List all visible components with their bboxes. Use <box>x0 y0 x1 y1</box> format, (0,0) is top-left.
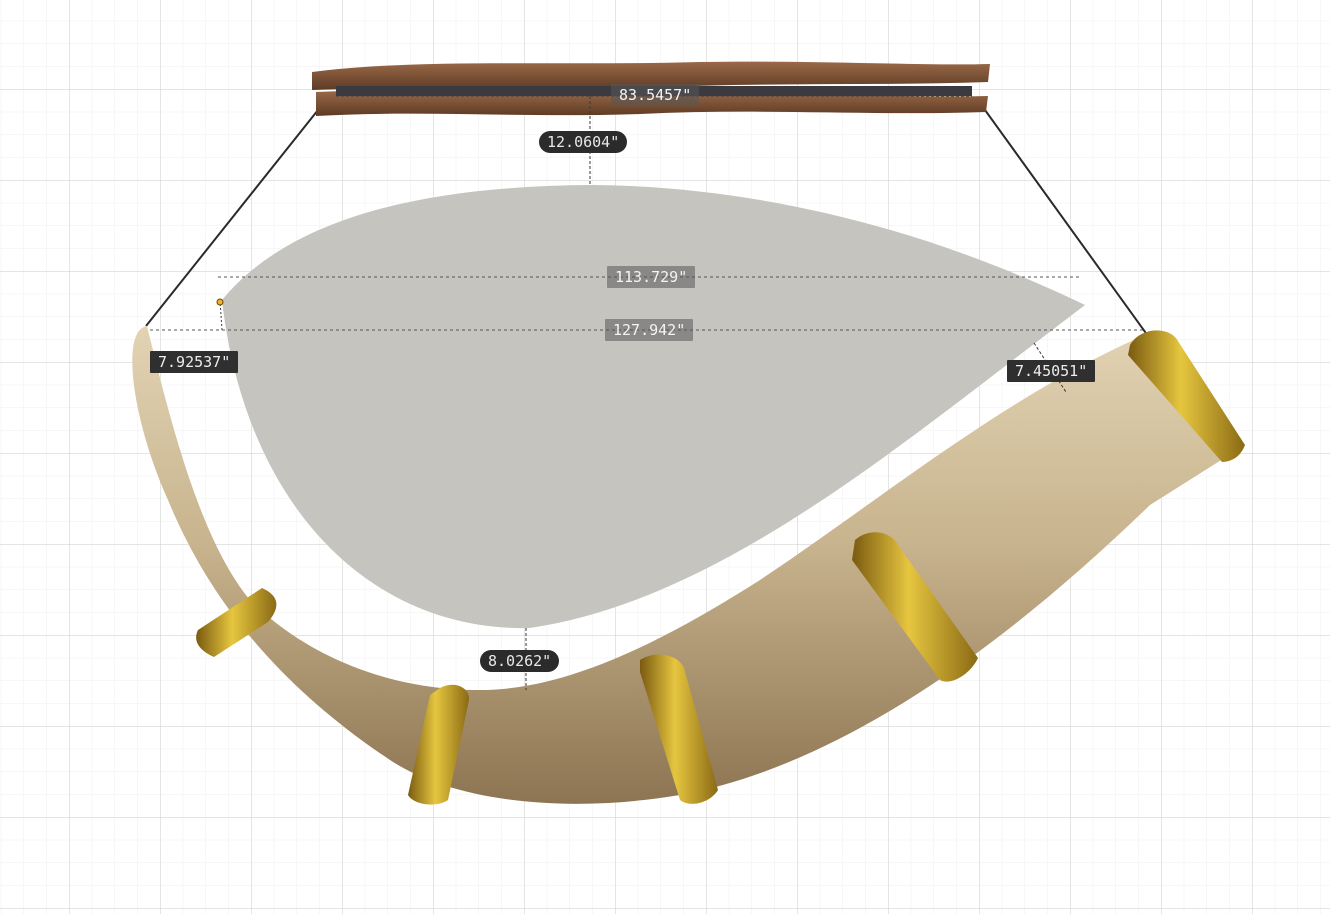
ring-3 <box>640 654 718 804</box>
rigging-ropes <box>145 109 1149 337</box>
control-point[interactable] <box>216 298 224 306</box>
horn-rings <box>196 330 1245 805</box>
dimension-top-gap[interactable]: 12.0604" <box>539 131 628 153</box>
dimension-sail-width-lower[interactable]: 127.942" <box>605 319 694 341</box>
ring-5 <box>1128 330 1245 462</box>
dimension-right-offset[interactable]: 7.45051" <box>1007 360 1096 382</box>
dimension-bottom-gap[interactable]: 8.0262" <box>480 650 560 672</box>
dimension-sail-width-upper[interactable]: 113.729" <box>607 266 696 288</box>
ring-4 <box>852 532 978 682</box>
ring-2 <box>408 684 470 805</box>
ring-1 <box>196 588 277 657</box>
sail-shape[interactable] <box>222 185 1085 629</box>
horn-body[interactable] <box>132 326 1246 804</box>
dimension-top-width[interactable]: 83.5457" <box>611 84 700 106</box>
dimension-left-offset[interactable]: 7.92537" <box>150 351 239 373</box>
